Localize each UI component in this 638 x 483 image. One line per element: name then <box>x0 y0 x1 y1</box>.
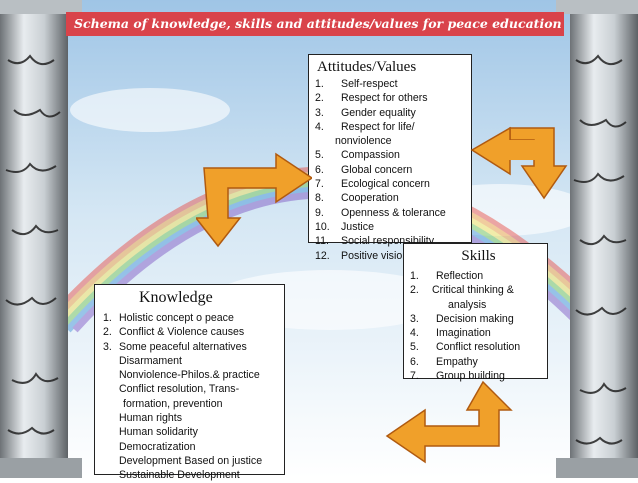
list-item: 8.Cooperation <box>315 192 399 205</box>
attitudes-heading: Attitudes/Values <box>317 59 417 75</box>
list-item: 12.Positive vision <box>315 249 409 262</box>
list-item: 2.Respect for others <box>315 92 428 105</box>
list-item: formation, prevention <box>123 397 223 410</box>
list-item: Sustainable Development <box>119 469 240 482</box>
list-item: 7.Ecological concern <box>315 178 430 191</box>
list-item: 5.Compassion <box>315 149 400 162</box>
list-item: Nonviolence-Philos.& practice <box>119 369 260 382</box>
list-item: 9.Openness & tolerance <box>315 206 446 219</box>
attitudes-values-box: Attitudes/Values 1.Self-respect 2.Respec… <box>308 54 472 262</box>
arrow-skills-to-knowledge <box>385 380 513 464</box>
skills-heading: Skills <box>461 248 496 264</box>
list-item: 3.Some peaceful alternatives <box>103 340 247 353</box>
arrow-attitudes-to-skills <box>470 126 568 200</box>
list-item: Conflict resolution, Trans- <box>119 383 240 396</box>
list-item: 5.Conflict resolution <box>410 341 521 354</box>
list-item: 3.Gender equality <box>315 106 416 119</box>
list-item: 2.Conflict & Violence causes <box>103 326 245 339</box>
page-title: Schema of knowledge, skills and attitude… <box>66 12 564 36</box>
list-item: Human solidarity <box>119 426 198 439</box>
list-item: Human rights <box>119 412 182 425</box>
knowledge-box: Knowledge 1.Holistic concept o peace 2.C… <box>94 284 285 481</box>
list-item: 1.Self-respect <box>315 78 398 90</box>
list-item: Development Based on justice <box>119 454 263 467</box>
list-item: analysis <box>448 298 487 311</box>
list-item: Democratization <box>119 440 196 453</box>
skills-box: Skills 1.Reflection 2.Critical thinking … <box>403 243 548 382</box>
list-item: 4.Imagination <box>410 327 491 340</box>
list-item: 1.Reflection <box>410 270 484 282</box>
list-item: 6.Global concern <box>315 163 413 176</box>
list-item: nonviolence <box>335 135 392 148</box>
list-item: 4.Respect for life/ <box>315 120 415 133</box>
arrow-knowledge-to-attitudes <box>196 152 312 248</box>
list-item: Disarmament <box>119 354 182 367</box>
list-item: 7.Group building <box>410 370 505 383</box>
knowledge-heading: Knowledge <box>139 289 213 306</box>
list-item: 3.Decision making <box>410 312 514 325</box>
list-item: 10.Justice <box>315 220 374 233</box>
list-item: 1.Holistic concept o peace <box>103 312 234 324</box>
list-item: 6.Empathy <box>410 355 478 368</box>
list-item: 2.Critical thinking & <box>410 284 514 297</box>
